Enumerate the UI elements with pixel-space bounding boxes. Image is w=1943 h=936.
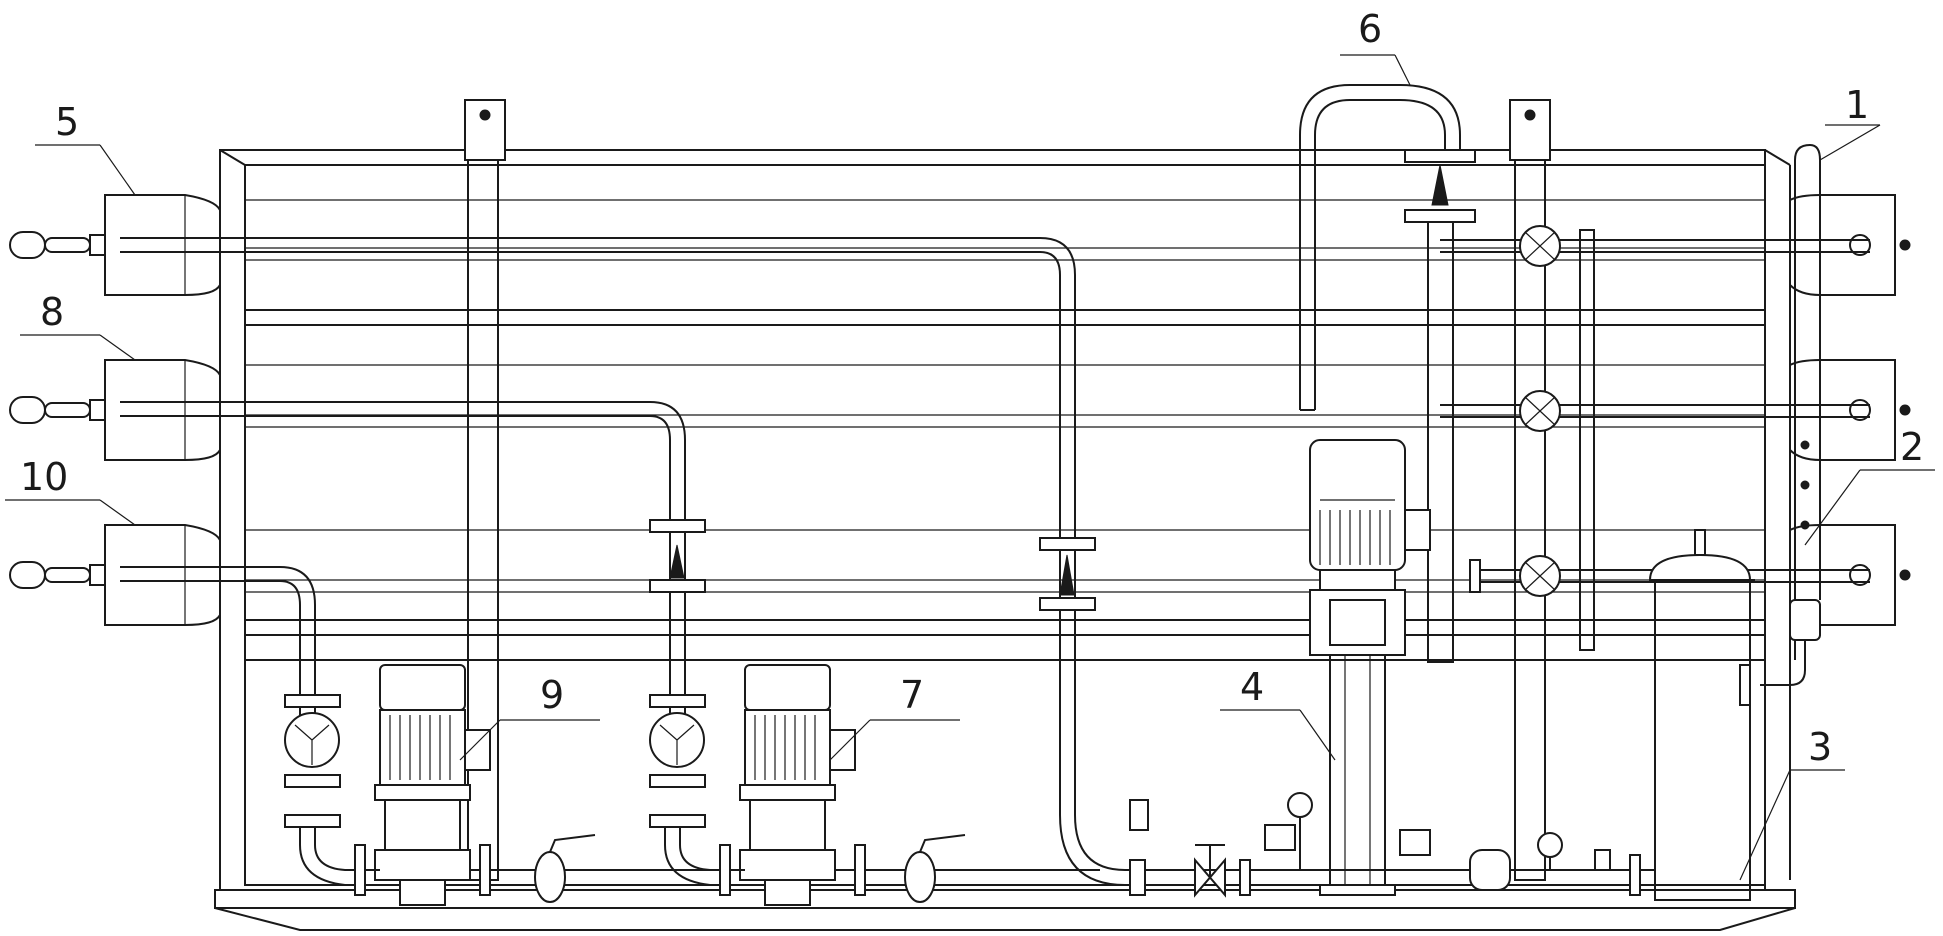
callout-5: 5 <box>35 100 136 196</box>
callout-4-label: 4 <box>1240 665 1264 709</box>
callout-1: 1 <box>1819 83 1881 161</box>
callout-10: 10 <box>5 455 136 526</box>
callout-7: 7 <box>829 673 960 761</box>
callout-3: 3 <box>1739 725 1845 881</box>
callout-6-label: 6 <box>1358 7 1382 51</box>
feed-line-bottom <box>354 834 1100 903</box>
callout-8-label: 8 <box>40 290 64 334</box>
flow-meter-middle <box>649 519 706 593</box>
callout-2: 2 <box>1804 425 1935 546</box>
callout-3-label: 3 <box>1808 725 1832 769</box>
callout-5-label: 5 <box>55 100 79 144</box>
callout-7-label: 7 <box>900 673 924 717</box>
callout-9: 9 <box>459 673 600 761</box>
u-bend-pipe <box>1299 84 1476 663</box>
left-end-cap-bottom <box>9 524 221 626</box>
feed-pump-right <box>739 664 856 906</box>
high-pressure-pump <box>1309 439 1431 896</box>
left-end-cap-middle <box>9 359 221 461</box>
discharge-line <box>1129 792 1655 898</box>
check-valve-left <box>284 694 380 886</box>
callout-8: 8 <box>20 290 136 361</box>
callout-4: 4 <box>1220 665 1336 761</box>
callout-9-label: 9 <box>540 673 564 717</box>
permeate-pipe-top <box>120 237 1160 886</box>
permeate-pipe-middle <box>120 401 686 720</box>
bypass-pipe <box>1739 143 1821 706</box>
callout-10-label: 10 <box>20 455 68 499</box>
callout-6: 6 <box>1340 7 1411 86</box>
callout-1-label: 1 <box>1845 83 1869 127</box>
check-valve-right <box>649 694 745 886</box>
right-end-cap-top <box>1789 194 1911 296</box>
lifting-post-right <box>1509 99 1551 881</box>
butterfly-valve-middle <box>1519 390 1561 432</box>
butterfly-valve-top <box>1519 225 1561 267</box>
callout-2-label: 2 <box>1900 425 1924 469</box>
butterfly-valve-bottom <box>1469 555 1561 597</box>
permeate-pipe-bottom <box>120 566 316 720</box>
flow-meter-right <box>1039 537 1096 611</box>
left-end-cap-top <box>9 194 221 296</box>
cartridge-filter <box>1648 529 1755 901</box>
